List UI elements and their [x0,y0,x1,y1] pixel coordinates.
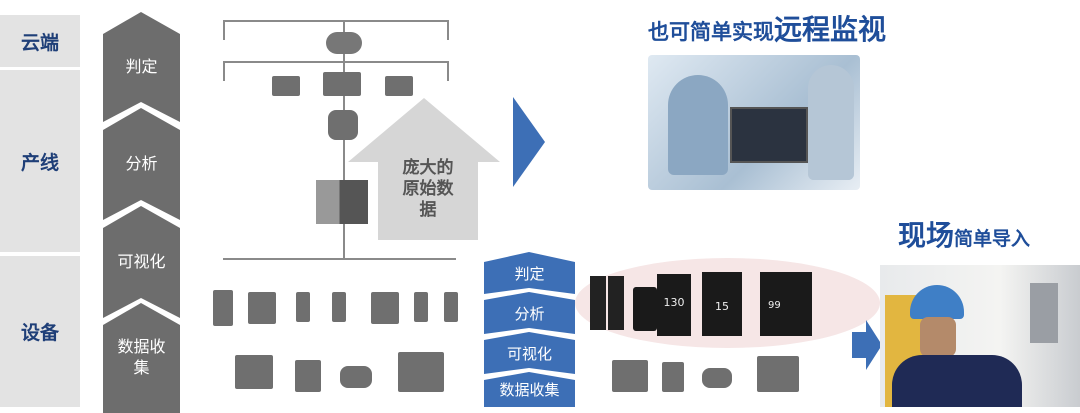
remote-monitoring-title: 也可简单实现远程监视 [648,13,887,46]
device-module [633,287,657,331]
factory-icon [323,72,361,96]
level-device: 设备 [0,256,80,407]
sensor-icon [248,292,276,324]
motor-icon [340,366,372,388]
monitor-screen [730,107,808,163]
arrow-right-icon [513,97,545,187]
sensor-icon [332,292,346,322]
cabinet-icon [662,362,684,392]
sensor-icon [414,292,428,322]
pump-icon [235,355,273,389]
step-visualize-blue: 可视化 [484,332,575,374]
device-module [608,276,624,330]
step-analyze: 分析 [103,108,180,220]
plc-controller-icon [316,180,368,224]
cloud-icon [326,32,362,54]
step-data-collection-blue: 数据收集 [484,372,575,407]
level-production-line: 产线 [0,70,80,252]
worker-body [892,355,1022,407]
sensor-icon [444,292,458,322]
step-judge: 判定 [103,12,180,122]
onsite-worker-photo [880,265,1080,407]
database-icon [328,110,358,140]
remote-monitoring-photo [648,55,860,190]
device-display: 99 [760,272,812,336]
control-panel [1030,283,1058,343]
person-figure [808,65,854,180]
pump-icon [612,360,648,392]
step-data-collection: 数据收集 [103,303,180,413]
machine-icon [757,356,799,392]
sensor-icon [371,292,399,324]
device-display: 15 [702,272,742,336]
helmet [910,285,964,319]
step-analyze-blue: 分析 [484,292,575,334]
arrow-right-icon [852,320,882,370]
machine-icon [398,352,444,392]
step-judge-blue: 判定 [484,252,575,294]
face [920,317,956,357]
person-figure [668,75,728,175]
sensor-icon [296,292,310,322]
step-visualize: 可视化 [103,206,180,318]
factory-icon [272,76,300,96]
sensor-icon [213,290,233,326]
device-display: 130 [657,274,691,336]
raw-data-arrow: 庞大的原始数据 [348,98,500,240]
level-cloud: 云端 [0,15,80,67]
device-module [590,276,606,330]
factory-icon [385,76,413,96]
cabinet-icon [295,360,321,392]
motor-icon [702,368,732,388]
onsite-install-title: 现场简单导入 [898,219,1031,252]
